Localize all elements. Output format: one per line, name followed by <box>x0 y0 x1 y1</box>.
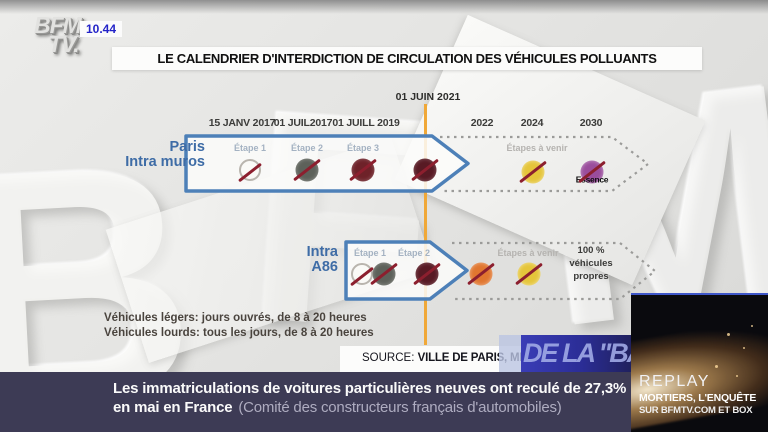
a86-row-label-line1: Intra <box>306 244 338 260</box>
replay-tag: REPLAY <box>639 373 710 390</box>
bfmtv-logo: BFM TV. <box>34 14 82 57</box>
paris-row-label: Paris Intra muros <box>60 140 205 170</box>
headline-bar: LE CALENDRIER D'INTERDICTION DE CIRCULAT… <box>112 47 702 70</box>
paris-row-label-line1: Paris <box>169 139 205 155</box>
headline-text: LE CALENDRIER D'INTERDICTION DE CIRCULAT… <box>157 51 657 66</box>
nonclasse-banned-icon <box>239 159 261 181</box>
paris-future-label: Étapes à venir <box>506 143 568 153</box>
ticker-line2-bold: en mai en France <box>113 399 233 416</box>
ticker-line2: en mai en France (Comité des constructeur… <box>113 399 562 416</box>
critair3-banned-icon <box>469 262 493 286</box>
critair4-banned-icon <box>351 158 375 182</box>
replay-subtitle: SUR BFMTV.COM ET BOX <box>639 405 753 416</box>
paris-etape2-label: Étape 2 <box>290 143 324 153</box>
transition-banner: DE LA "BA <box>521 335 631 372</box>
critair4-banned-icon <box>415 262 439 286</box>
essence-label: Essence <box>575 174 609 185</box>
replay-promo-box[interactable]: REPLAY MORTIERS, L'ENQUÊTE SUR BFMTV.COM… <box>631 293 768 432</box>
spark-dot <box>751 325 753 327</box>
date-label-2022: 2022 <box>470 117 494 129</box>
schedule-footnotes: Véhicules légers: jours ouvrés, de 8 à 2… <box>104 311 374 341</box>
critair4-banned-icon <box>413 158 437 182</box>
critair5-banned-icon <box>295 158 319 182</box>
transition-text: DE LA "BA <box>523 338 631 368</box>
a86-row-label-line2: A86 <box>311 259 338 275</box>
milestone-marker-line <box>424 104 427 345</box>
spark-dot <box>743 347 745 349</box>
spark-dot <box>736 375 738 377</box>
top-vignette <box>0 0 768 14</box>
a86-goal-line2: véhicules <box>569 258 613 269</box>
a86-stage-arrow <box>344 240 469 301</box>
a86-goal-line1: 100 % <box>577 245 605 256</box>
milestone-date-label: 01 JUIN 2021 <box>395 91 461 103</box>
news-ticker: Les immatriculations de voitures particu… <box>0 372 631 432</box>
paris-etape3-label: Étape 3 <box>346 143 380 153</box>
a86-etape2-label: Étape 2 <box>397 248 431 258</box>
transition-pale-block <box>499 335 521 372</box>
source-label: SOURCE: <box>362 352 415 364</box>
critair2-banned-icon <box>521 160 545 184</box>
bfmtv-logo-line2: TV. <box>48 31 80 57</box>
footnote-light-vehicles: Véhicules légers: jours ouvrés, de 8 à 2… <box>104 312 367 324</box>
a86-goal-line3: propres <box>573 271 609 282</box>
spark-dot <box>715 365 718 368</box>
date-label-2017b: 01 JUIL2017 <box>273 117 333 129</box>
date-label-2030: 2030 <box>579 117 603 129</box>
critair1-essence-banned-icon: Essence <box>576 160 609 185</box>
a86-row-label: Intra A86 <box>240 245 338 275</box>
paris-etape1-label: Étape 1 <box>233 143 267 153</box>
ticker-line2-light: (Comité des constructeurs français d'aut… <box>238 399 562 416</box>
date-label-2019: 01 JUILL 2019 <box>332 117 400 129</box>
replay-title: MORTIERS, L'ENQUÊTE <box>639 392 757 404</box>
date-label-2017a: 15 JANV 2017 <box>208 117 276 129</box>
critair2-banned-icon <box>517 262 541 286</box>
a86-goal-text: 100 % véhicules propres <box>569 244 612 283</box>
footnote-heavy-vehicles: Véhicules lourds: tous les jours, de 8 à… <box>104 327 374 339</box>
spark-dot <box>727 333 730 336</box>
clock-time: 10.44 <box>80 21 122 37</box>
a86-etape1-label: Étape 1 <box>353 248 387 258</box>
date-label-2024: 2024 <box>520 117 544 129</box>
a86-future-dotted-arrow <box>452 241 657 301</box>
paris-row-label-line2: Intra muros <box>125 154 205 170</box>
bfmtv-logo-line1: BFM <box>34 12 82 38</box>
critair5-banned-icon <box>372 262 396 286</box>
a86-future-label: Étapes à venir <box>497 248 559 258</box>
ticker-line1: Les immatriculations de voitures particu… <box>113 380 627 397</box>
paris-future-dotted-arrow <box>440 135 650 193</box>
